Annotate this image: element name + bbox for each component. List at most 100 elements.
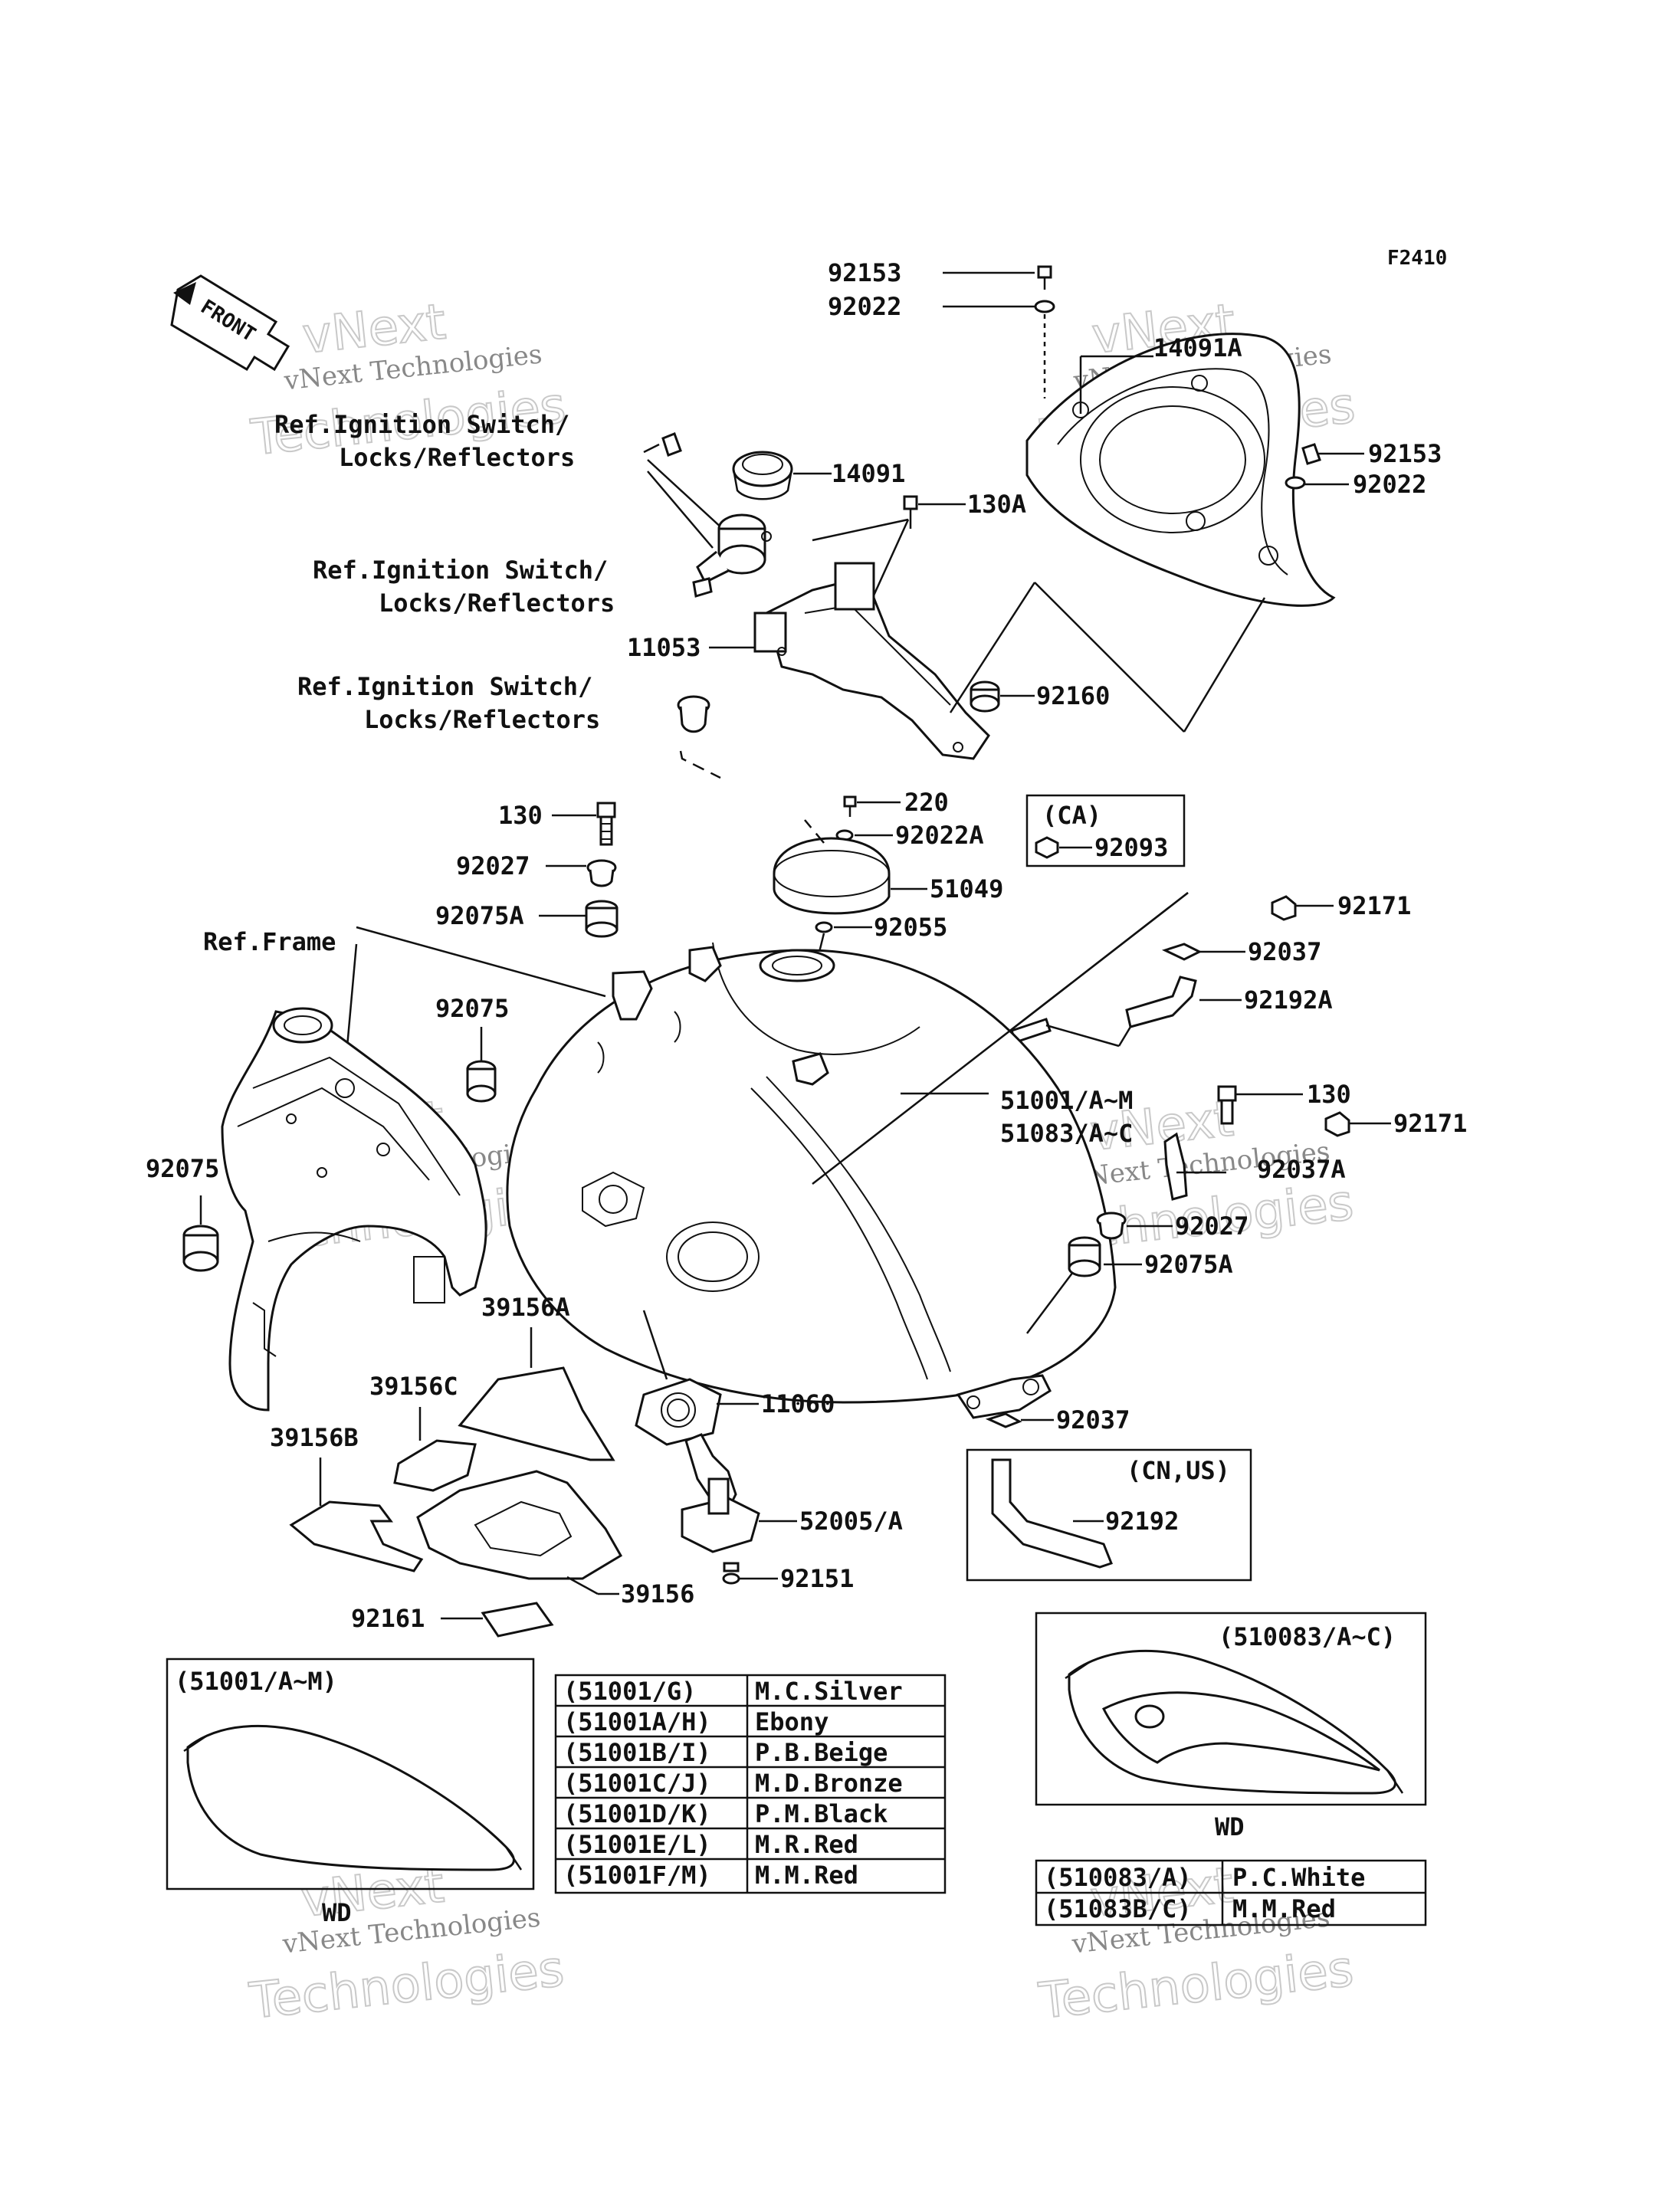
part-label: 92171 <box>1393 1109 1467 1138</box>
color-code: (51001E/L) <box>563 1830 711 1859</box>
plug-icon <box>677 695 710 733</box>
damper-icon <box>182 1225 219 1272</box>
color-table-left: (51001/G) M.C.Silver (51001A/H) Ebony (5… <box>554 1674 947 1894</box>
part-label: 92161 <box>351 1604 425 1633</box>
part-label: 92192A <box>1244 985 1333 1015</box>
figure-code: F2410 <box>1387 247 1447 270</box>
inset-right-caption: WD <box>1215 1812 1245 1841</box>
tank-side-view-left <box>183 1724 523 1871</box>
screw-icon <box>843 795 857 817</box>
ref-ignition-1b: Locks/Reflectors <box>339 443 575 472</box>
color-code: (51001A/H) <box>563 1707 711 1736</box>
clamp-icon <box>1271 895 1297 921</box>
part-label: 92022A <box>895 821 984 850</box>
part-label: 92027 <box>1175 1212 1249 1241</box>
color-code: (51001B/I) <box>563 1738 711 1767</box>
collar-icon <box>586 859 617 887</box>
ref-ignition-3b: Locks/Reflectors <box>364 705 600 734</box>
bolt-icon <box>596 802 616 846</box>
screw-icon <box>722 1562 740 1585</box>
fuel-cap-51049 <box>773 837 891 915</box>
screw-icon <box>661 432 682 457</box>
bolt-icon <box>903 495 918 529</box>
part-label: 92027 <box>456 851 530 880</box>
color-code: (51083B/C) <box>1044 1894 1192 1923</box>
pad-92161 <box>481 1602 554 1638</box>
tank-side-view-right <box>1065 1649 1404 1795</box>
inset-left-box <box>166 1658 535 1890</box>
part-label: 39156 <box>621 1579 694 1608</box>
color-name: P.C.White <box>1232 1863 1365 1892</box>
clip-icon <box>985 1412 1022 1428</box>
part-label: 92153 <box>828 258 901 287</box>
part-label: 92151 <box>780 1564 854 1593</box>
part-label: 92022 <box>828 292 901 321</box>
fuel-pump-52005 <box>681 1433 760 1553</box>
part-label: 92192 <box>1105 1507 1179 1536</box>
color-code: (51001/G) <box>563 1677 696 1706</box>
part-label: 130 <box>498 801 543 830</box>
part-label: 92153 <box>1368 439 1442 468</box>
part-label: 92037 <box>1248 937 1321 966</box>
color-code: (51001F/M) <box>563 1861 711 1890</box>
part-label: 92075A <box>435 901 524 930</box>
part-label: 130 <box>1307 1080 1351 1109</box>
clip-icon <box>1161 943 1203 961</box>
color-code: (510083/A) <box>1044 1863 1192 1892</box>
color-name: M.M.Red <box>1232 1894 1336 1923</box>
ignition-switch <box>696 513 772 585</box>
ref-ignition-1a: Ref.Ignition Switch/ <box>274 410 569 439</box>
collar-icon <box>1096 1212 1127 1240</box>
pad-39156A <box>458 1366 615 1461</box>
screw-icon <box>1285 443 1321 490</box>
color-name: M.D.Bronze <box>755 1769 903 1798</box>
inset-left-title: (51001/A~M) <box>175 1667 337 1696</box>
hose-92037A <box>1163 1132 1188 1201</box>
part-label: 11053 <box>627 633 701 662</box>
frame-ref <box>221 1007 487 1412</box>
color-name: M.C.Silver <box>755 1677 903 1706</box>
part-label: 92022 <box>1353 470 1426 499</box>
color-code: (51001D/K) <box>563 1799 711 1828</box>
part-label: 51083/A~C <box>1000 1119 1133 1148</box>
bolt-icon <box>1217 1085 1237 1125</box>
ref-frame: Ref.Frame <box>203 927 336 956</box>
part-label: 14091 <box>832 459 905 488</box>
part-label: 92037 <box>1056 1405 1130 1435</box>
hose-92192 <box>991 1458 1113 1569</box>
ca-code: (CA) <box>1042 801 1101 830</box>
part-label: 220 <box>904 788 949 817</box>
part-label: 52005/A <box>799 1507 903 1536</box>
color-name: P.M.Black <box>755 1799 888 1828</box>
hose-92192A <box>1010 976 1197 1048</box>
part-label: 92075 <box>435 994 509 1023</box>
part-label: 92037A <box>1257 1155 1346 1184</box>
part-label: 51049 <box>930 874 1003 903</box>
color-name: Ebony <box>755 1707 829 1736</box>
part-label: 92055 <box>874 913 947 942</box>
part-label: 92160 <box>1036 681 1110 710</box>
fuel-tank-51001 <box>506 942 1117 1419</box>
fuel-tank-cover-panel <box>1025 333 1336 607</box>
part-label: 92093 <box>1094 833 1168 862</box>
part-label: 92171 <box>1337 891 1411 920</box>
inset-right-title: (510083/A~C) <box>1219 1622 1396 1651</box>
o-ring-icon <box>815 921 833 933</box>
part-label: 130A <box>967 490 1026 519</box>
ca-box <box>1025 794 1186 867</box>
part-label: 39156B <box>270 1423 359 1452</box>
inset-left-caption: WD <box>322 1898 352 1927</box>
pad-39156 <box>416 1470 623 1580</box>
damper-icon <box>1068 1236 1101 1277</box>
color-name: M.R.Red <box>755 1830 858 1859</box>
color-name: P.B.Beige <box>755 1738 888 1767</box>
color-table-right: (510083/A) P.C.White (51083B/C) M.M.Red <box>1035 1859 1427 1926</box>
color-name: M.M.Red <box>755 1861 858 1890</box>
part-label: 92075A <box>1144 1250 1233 1279</box>
cnus-code: (CN,US) <box>1127 1456 1230 1485</box>
part-label: 39156C <box>369 1372 458 1401</box>
ref-ignition-3a: Ref.Ignition Switch/ <box>297 672 592 701</box>
nut-icon <box>1035 836 1059 859</box>
clamp-icon <box>1324 1111 1350 1137</box>
